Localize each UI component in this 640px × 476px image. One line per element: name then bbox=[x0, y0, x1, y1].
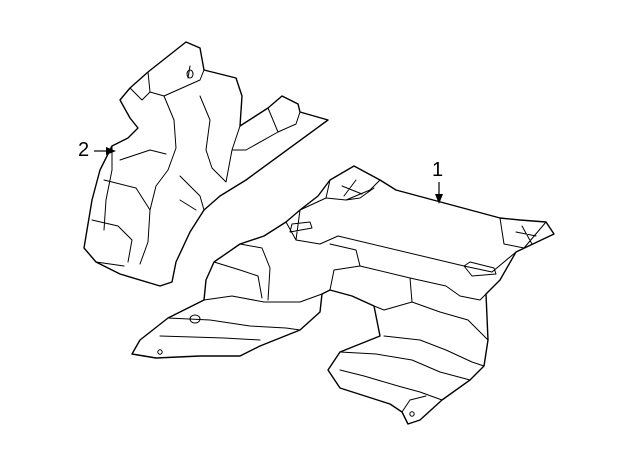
part-1-outline bbox=[131, 165, 555, 425]
part-1-insulator bbox=[131, 165, 555, 425]
part-2-insulator bbox=[83, 41, 329, 287]
part-1-detail bbox=[159, 179, 547, 413]
part-1-grommet bbox=[189, 314, 201, 324]
callout-1-label: 1 bbox=[432, 159, 444, 181]
callout-2-label: 2 bbox=[78, 139, 90, 161]
part-2-outline bbox=[83, 41, 329, 287]
part-1-hole-left bbox=[157, 349, 163, 355]
leader-1 bbox=[435, 182, 443, 204]
part-2-hole bbox=[186, 69, 194, 79]
leader-2 bbox=[94, 147, 116, 155]
part-1-hole-right bbox=[409, 411, 415, 417]
part-2-detail bbox=[91, 65, 301, 267]
